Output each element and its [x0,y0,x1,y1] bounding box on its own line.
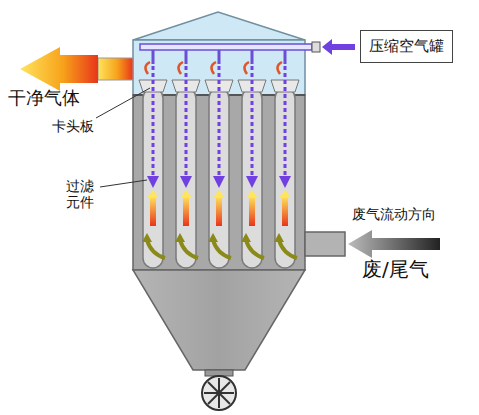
clean-flow [145,62,150,74]
pulse-line [284,66,287,178]
up-head [147,190,159,198]
inflow [147,240,165,258]
pulse-line [152,66,155,178]
inlet-label: 废/尾气 [362,258,429,281]
clean-flow [211,62,216,74]
inflow-head [175,233,185,242]
nozzle [284,50,287,64]
inflow-head [274,233,284,242]
up-flow [216,196,222,226]
inflow [246,240,264,258]
clean-flow [277,62,282,74]
pulse-line [185,66,188,178]
inflow [213,240,231,258]
inflow [279,240,297,258]
pulse-head [180,176,192,188]
pulse-head [213,176,225,188]
nozzle [251,50,254,64]
up-head [246,190,258,198]
part-label: 卡头板 [52,118,94,134]
up-head [180,190,192,198]
inflow-head [241,233,251,242]
inflow-head [208,233,218,242]
up-flow [282,196,288,226]
part-label: 过滤元件 [66,178,94,210]
pulse-line [218,66,221,178]
up-head [213,190,225,198]
nozzle [185,50,188,64]
pulse-head [279,176,291,188]
clean-flow [178,62,183,74]
pulse-head [246,176,258,188]
tank-box: 压缩空气罐 [360,30,453,63]
flow-label: 废气流动方向 [352,206,436,222]
up-flow [183,196,189,226]
nozzle [218,50,221,64]
clean-flow [244,62,249,74]
inflow-head [142,233,152,242]
up-flow [249,196,255,226]
up-head [279,190,291,198]
node-text: 压缩空气罐 [369,37,444,56]
pulse-line [251,66,254,178]
nozzle [152,50,155,64]
pulse-head [147,176,159,188]
up-flow [150,196,156,226]
inflow [180,240,198,258]
outlet-label: 干净气体 [8,88,80,109]
